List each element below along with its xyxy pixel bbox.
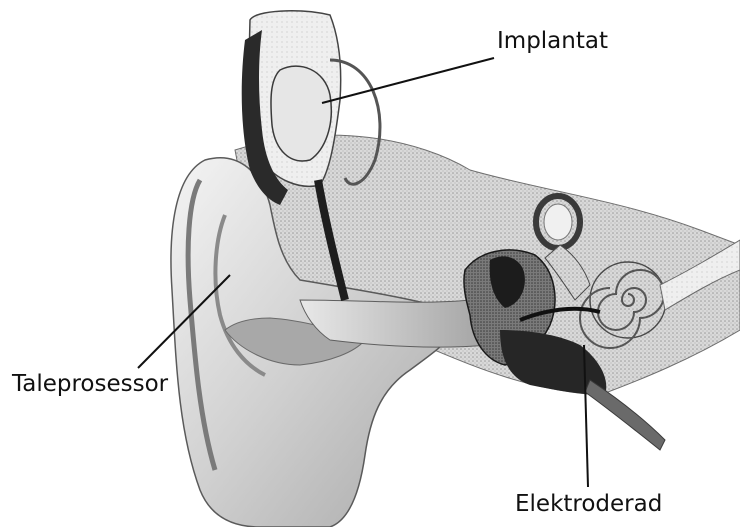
semicircular-canal-inner xyxy=(544,204,572,240)
eustachian-tube-extension xyxy=(585,380,665,450)
implant-magnet xyxy=(271,66,331,161)
label-taleprosessor: Taleprosessor xyxy=(12,373,168,396)
label-elektroderad: Elektroderad xyxy=(515,493,662,516)
label-implantat: Implantat xyxy=(497,30,608,53)
